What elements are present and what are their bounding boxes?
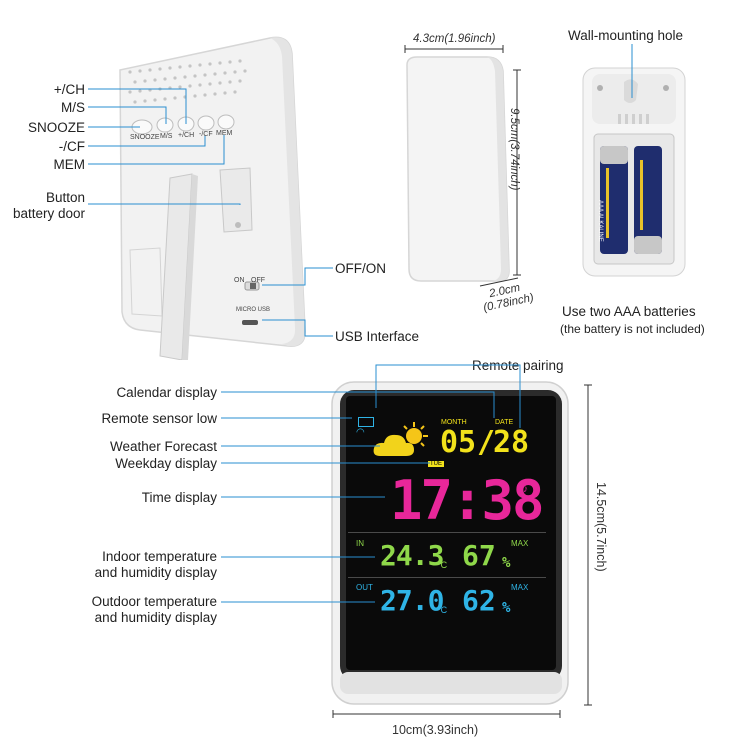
battery-caption: Use two AAA batteries	[562, 304, 696, 319]
device-on-text: ON	[234, 277, 245, 284]
callout-outdoor-line2: and humidity display	[94, 610, 217, 625]
outdoor-max-label: MAX	[511, 583, 529, 592]
device-off-text: OFF	[251, 277, 265, 284]
outdoor-humidity-unit: %	[502, 600, 511, 616]
time-value: 17:38	[390, 469, 545, 532]
indoor-temp-unit: °C	[437, 560, 448, 570]
signal-icon: ◠	[356, 427, 365, 438]
indoor-max-label: MAX	[511, 539, 529, 548]
date-label: DATE	[495, 419, 514, 426]
callout-forecast: Weather Forecast	[109, 439, 217, 454]
callout-sensor-low: Remote sensor low	[101, 411, 217, 426]
callout-battery-door-line1: Button	[45, 190, 85, 205]
callout-indoor-line1: Indoor temperature	[102, 549, 217, 564]
outdoor-humidity-value: 62	[462, 584, 496, 617]
divider	[348, 532, 546, 533]
callout-indoor-line2: and humidity display	[94, 565, 217, 580]
weather-forecast-icon	[373, 422, 428, 456]
callout-ms: M/S	[60, 100, 85, 115]
wall-mount-title: Wall-mounting hole	[568, 28, 684, 43]
callout-weekday: Weekday display	[115, 456, 217, 471]
callout-usb: USB Interface	[335, 329, 420, 344]
indoor-temp-value: 24.3	[380, 539, 444, 572]
device-snooze-text: SNOOZE	[130, 134, 160, 141]
device-ch-text: +/CH	[178, 132, 195, 139]
divider	[348, 577, 546, 578]
outdoor-temp-value: 27.0	[380, 584, 444, 617]
device-cf-text: -/CF	[199, 131, 213, 138]
callout-time: Time display	[141, 490, 217, 505]
outdoor-temp-unit: °C	[437, 605, 448, 615]
date-value: 28	[493, 425, 530, 460]
battery-low-icon	[358, 417, 374, 427]
device-ms-text: M/S	[160, 133, 173, 140]
callout-snooze: SNOOZE	[27, 120, 85, 135]
month-label: MONTH	[441, 419, 467, 426]
indoor-humidity-value: 67	[462, 539, 496, 572]
indoor-label: IN	[356, 539, 364, 548]
battery-note: (the battery is not included)	[560, 322, 705, 336]
callout-off-on: OFF/ON	[335, 261, 386, 276]
callout-ch-plus: +/CH	[53, 82, 85, 97]
callout-calendar: Calendar display	[116, 385, 217, 400]
indoor-humidity-unit: %	[502, 555, 511, 571]
month-value: 05	[440, 425, 477, 460]
sensor-width-label: 4.3cm(1.96inch)	[413, 33, 496, 45]
device-micro-usb-text: MICRO USB	[236, 307, 271, 313]
callout-outdoor-line1: Outdoor temperature	[91, 594, 217, 609]
device-mem-text: MEM	[216, 130, 233, 137]
front-width-label: 10cm(3.93inch)	[392, 723, 479, 737]
callout-cf-minus: -/CF	[58, 139, 85, 154]
date-slash: /	[477, 425, 496, 460]
outdoor-label: OUT	[356, 583, 373, 592]
callout-battery-door-line2: battery door	[12, 206, 85, 221]
alarm-icon: ♪	[523, 484, 528, 495]
weekday-value: TUE	[428, 461, 444, 467]
callout-mem: MEM	[53, 157, 86, 172]
